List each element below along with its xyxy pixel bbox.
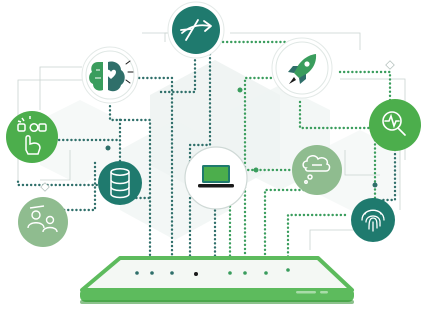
tablet-camera [194,272,198,276]
brain-heart-node [81,46,139,104]
laptop-node [184,146,248,210]
people-network-icon [27,205,58,233]
heartbeat-search-icon [382,111,406,136]
brain-heart-icon [89,60,134,92]
fingerprint-node [351,198,395,242]
fingerprint-icon [361,209,385,232]
database-node [98,161,142,205]
tablet-device [80,256,354,304]
hand-touch-node [6,111,58,163]
database-icon [110,168,130,199]
thought-cloud-icon [302,155,331,184]
hand-touch-grid-icon [17,116,47,155]
send-arrow-icon [180,19,212,41]
people-network-node [18,197,68,247]
laptop-icon [198,165,234,188]
rocket-node [271,37,333,99]
rocket-icon [288,54,317,84]
thought-cloud-node [292,145,342,195]
heartbeat-search-node [369,99,421,151]
send-arrow-node [167,1,225,59]
